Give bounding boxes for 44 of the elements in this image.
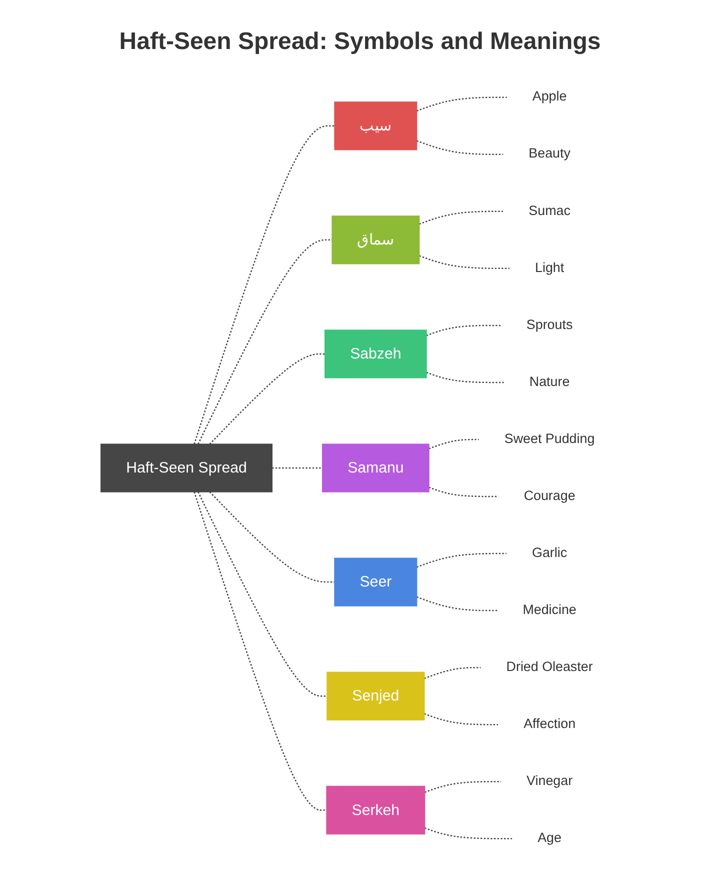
connector: [272, 467, 322, 469]
node-text: Sweet Pudding: [504, 432, 594, 446]
connector: [208, 491, 334, 583]
connector: [418, 210, 504, 225]
connector: [416, 596, 498, 612]
node-box: Senjed: [326, 672, 424, 720]
node-text: Courage: [523, 488, 575, 504]
connector: [426, 324, 501, 336]
connector: [208, 353, 325, 445]
connector: [193, 492, 326, 811]
node-text: Garlic: [532, 546, 567, 560]
connector: [424, 781, 501, 793]
node-text: Nature: [529, 374, 570, 390]
diagram-title: Haft-Seen Spread: Symbols and Meanings: [119, 28, 601, 56]
connector: [424, 666, 481, 679]
connector: [197, 492, 327, 697]
node-text: Dried Oleaster: [506, 660, 592, 674]
connector: [416, 140, 504, 155]
connector: [426, 372, 504, 384]
connector: [428, 438, 479, 450]
connector: [416, 96, 507, 112]
node-box: Sabzeh: [324, 330, 426, 378]
node-text: Sumac: [528, 204, 570, 218]
node-text: Light: [534, 260, 564, 276]
node-text: Age: [537, 831, 562, 846]
node-box: Samanu: [322, 444, 429, 492]
connector: [418, 255, 510, 270]
node-box: Serkeh: [326, 786, 425, 834]
node-box: Haft-Seen Spread: [100, 444, 272, 492]
node-box: سیب: [334, 102, 417, 150]
node-text: Medicine: [522, 603, 576, 618]
connector: [424, 713, 498, 726]
node-box: سماق: [331, 216, 420, 264]
node-box: Seer: [334, 558, 417, 606]
node-text: Apple: [532, 90, 566, 104]
node-text: Sprouts: [526, 318, 572, 332]
connector: [197, 239, 332, 444]
node-text: Affection: [523, 717, 576, 732]
connector: [424, 827, 512, 840]
connector: [416, 552, 506, 568]
node-text: Vinegar: [526, 774, 572, 788]
connector: [428, 486, 498, 498]
node-text: Beauty: [528, 146, 570, 162]
connector: [193, 125, 334, 444]
